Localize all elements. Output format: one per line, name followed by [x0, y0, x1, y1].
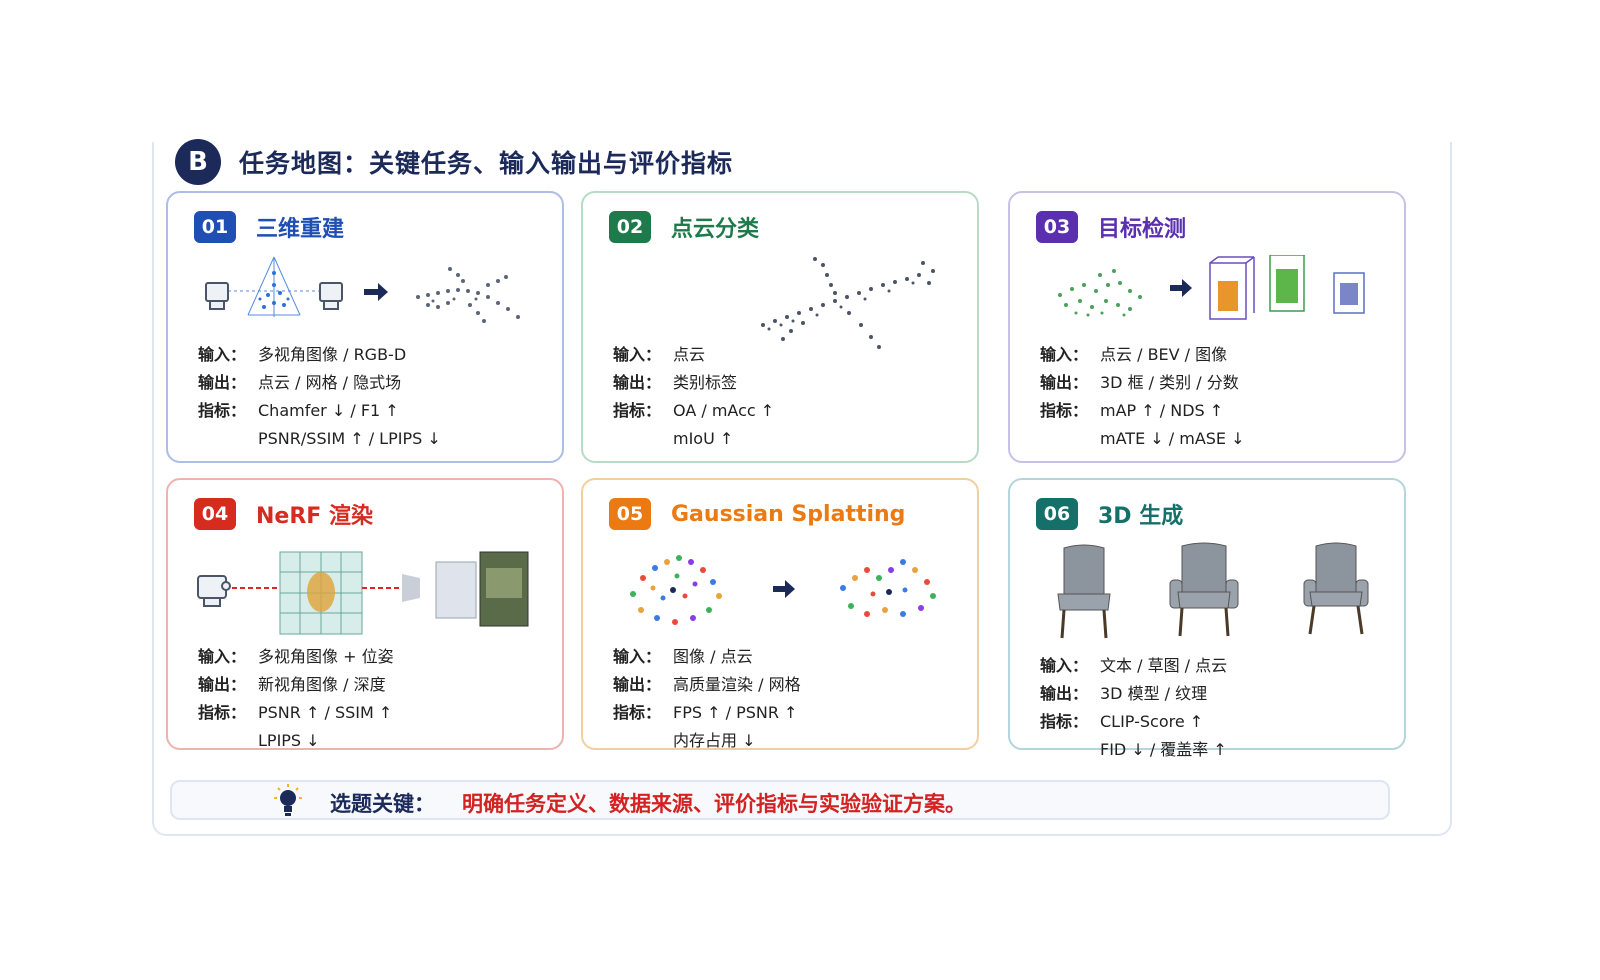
task-card-reconstruction: 01 三维重建 [166, 191, 564, 463]
card-number: 03 [1036, 211, 1078, 243]
view-plane-icon [402, 574, 420, 602]
camera-icon [197, 575, 231, 607]
task-card-detection: 03 目标检测 输入：点云 / BEV / 图像 输出：3D 框 / 类别 / … [1008, 191, 1406, 463]
card-details: 输入：文本 / 草图 / 点云 输出：3D 模型 / 纹理 指标：CLIP-Sc… [1040, 652, 1227, 764]
metric-row-continued: FID ↓ / 覆盖率 ↑ [1100, 740, 1227, 759]
card-header: 03 目标检测 [1036, 211, 1186, 243]
camera-icon [319, 282, 343, 310]
metric-row: 指标：CLIP-Score ↑ [1040, 712, 1204, 731]
key-note-text: 明确任务定义、数据来源、评价指标与实验验证方案。 [462, 792, 966, 816]
card-number: 02 [609, 211, 651, 243]
bounding-box-icon [1333, 272, 1365, 314]
arrow-right-icon [364, 283, 388, 301]
input-row: 输入：图像 / 点云 [613, 647, 753, 666]
metric-row: 指标：PSNR ↑ / SSIM ↑ [198, 703, 393, 722]
output-row: 输出：类别标签 [613, 373, 738, 392]
output-row: 输出：高质量渲染 / 网格 [613, 675, 801, 694]
output-row: 输出：新视角图像 / 深度 [198, 675, 386, 694]
metric-row: 指标：FPS ↑ / PSNR ↑ [613, 703, 798, 722]
reconstruction-illustration [205, 256, 520, 323]
card-title: 目标检测 [1098, 217, 1187, 242]
input-row: 输入：文本 / 草图 / 点云 [1040, 656, 1228, 675]
output-row: 输出：3D 模型 / 纹理 [1040, 684, 1208, 703]
chair-icon [1057, 544, 1111, 639]
input-row: 输入：点云 [613, 345, 706, 364]
card-details: 输入：点云 输出：类别标签 指标：OA / mAcc ↑ mIoU ↑ [613, 341, 774, 453]
metric-row-continued: mIoU ↑ [673, 429, 734, 448]
card-details: 输入：点云 / BEV / 图像 输出：3D 框 / 类别 / 分数 指标：mA… [1040, 341, 1245, 453]
gaussian-cloud-icon [630, 555, 722, 625]
airplane-point-cloud-icon [761, 257, 935, 349]
metric-row-continued: 内存占用 ↓ [673, 731, 756, 750]
card-number: 01 [194, 211, 236, 243]
task-card-classification: 02 点云分类 输入：点云 输出：类别标签 指标：OA / mAcc ↑ mIo… [581, 191, 979, 463]
task-card-gaussian-splatting: 05 Gaussian Splatting 输入：图像 / 点云 输出：高质量渲… [581, 478, 979, 750]
card-title: 三维重建 [256, 217, 345, 242]
card-number: 06 [1036, 498, 1078, 530]
card-title: NeRF 渲染 [256, 504, 373, 529]
key-note-bar: 选题关键： 明确任务定义、数据来源、评价指标与实验验证方案。 [170, 780, 1390, 820]
card-header: 04 NeRF 渲染 [194, 498, 373, 530]
input-row: 输入：多视角图像 / RGB-D [198, 345, 407, 364]
metric-row-continued: LPIPS ↓ [258, 731, 320, 750]
bounding-box-icon [1209, 256, 1255, 320]
metric-row-continued: PSNR/SSIM ↑ / LPIPS ↓ [258, 429, 441, 448]
chair-icon [1169, 542, 1239, 637]
card-header: 05 Gaussian Splatting [609, 498, 905, 530]
arrow-right-icon [1170, 279, 1192, 297]
figure-frame [152, 142, 1452, 836]
scene-point-cloud-icon [1058, 269, 1142, 317]
gaussian-splatting-illustration [630, 555, 936, 625]
chair-models-illustration [1057, 542, 1369, 639]
card-header: 01 三维重建 [194, 211, 344, 243]
arrow-right-icon [773, 580, 795, 598]
key-note-label: 选题关键： [330, 792, 435, 816]
card-title: Gaussian Splatting [671, 501, 906, 527]
airplane-point-cloud-icon [416, 267, 520, 323]
output-row: 输出：点云 / 网格 / 隐式场 [198, 373, 402, 392]
task-card-nerf: 04 NeRF 渲染 输入：多视角图像 + 位姿 输出：新视角图像 / 深度 指… [166, 478, 564, 750]
rendered-view-icon [435, 561, 477, 619]
task-card-3d-generation: 06 3D 生成 输入：文本 / 草图 / 点云 输出：3D 模型 [1008, 478, 1406, 759]
gaussian-render-icon [840, 559, 936, 617]
card-title: 点云分类 [671, 217, 760, 242]
card-number: 05 [609, 498, 651, 530]
card-details: 输入：多视角图像 + 位姿 输出：新视角图像 / 深度 指标：PSNR ↑ / … [198, 643, 394, 755]
metric-row: 指标：OA / mAcc ↑ [613, 401, 775, 420]
nerf-illustration [197, 551, 529, 635]
lightbulb-icon [274, 784, 302, 816]
card-header: 02 点云分类 [609, 211, 759, 243]
camera-icon [205, 282, 229, 310]
section-header: B 任务地图：关键任务、输入输出与评价指标 [175, 138, 733, 186]
card-title: 3D 生成 [1098, 504, 1184, 529]
chair-icon [1303, 542, 1369, 635]
bounding-box-icon [1269, 255, 1306, 312]
input-row: 输入：多视角图像 + 位姿 [198, 647, 394, 666]
card-details: 输入：图像 / 点云 输出：高质量渲染 / 网格 指标：FPS ↑ / PSNR… [613, 643, 801, 755]
card-header: 06 3D 生成 [1036, 498, 1183, 530]
output-row: 输出：3D 框 / 类别 / 分数 [1040, 373, 1239, 392]
metric-row: 指标：mAP ↑ / NDS ↑ [1040, 401, 1224, 420]
card-number: 04 [194, 498, 236, 530]
detection-illustration [1058, 255, 1365, 320]
input-row: 输入：点云 / BEV / 图像 [1040, 345, 1228, 364]
section-title: 任务地图：关键任务、输入输出与评价指标 [239, 149, 734, 178]
object-icon [307, 572, 335, 612]
section-badge: B [175, 139, 221, 185]
card-details: 输入：多视角图像 / RGB-D 输出：点云 / 网格 / 隐式场 指标：Cha… [198, 341, 441, 453]
metric-row: 指标：Chamfer ↓ / F1 ↑ [198, 401, 399, 420]
metric-row-continued: mATE ↓ / mASE ↓ [1100, 429, 1245, 448]
